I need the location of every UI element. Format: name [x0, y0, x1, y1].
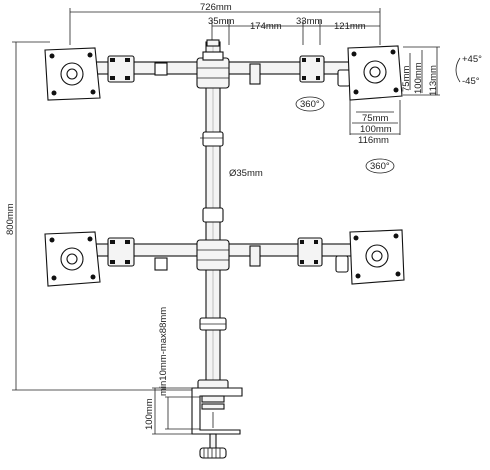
- vesa-100-w-label: 100mm: [360, 124, 392, 135]
- dim-121-label: 121mm: [334, 21, 366, 32]
- vesa-100-h-label: 100mm: [413, 62, 424, 94]
- dim-arm-segments: 35mm 174mm 33mm 121mm: [208, 16, 380, 45]
- pole: Ø35mm: [199, 39, 263, 388]
- clamp-range-label: min10mm-max88mm: [158, 307, 169, 396]
- clamp-height-label: 100mm: [144, 398, 155, 430]
- plate-116-w-label: 116mm: [358, 135, 389, 146]
- top-arm-assembly: 360°: [89, 51, 361, 112]
- clamp-dims: min10mm-max88mm 100mm: [144, 307, 200, 435]
- dim-174-label: 174mm: [250, 21, 282, 32]
- vesa-75-w-label: 75mm: [362, 113, 388, 124]
- top-right-vesa-plate: [347, 45, 403, 101]
- plate-rotation-indicator: 360°: [365, 158, 395, 174]
- dim-800-label: 800mm: [5, 203, 16, 235]
- vesa-width-dims: 75mm 100mm 116mm: [349, 100, 401, 146]
- tilt-up-label: +45°: [462, 54, 482, 65]
- tilt-down-label: -45°: [462, 76, 480, 87]
- top-left-vesa-plate: [44, 47, 101, 101]
- bottom-left-vesa-plate: [44, 231, 101, 287]
- bottom-right-vesa-plate: [349, 229, 405, 285]
- dim-726-label: 726mm: [200, 2, 232, 13]
- tilt-indicator: +45° -45°: [455, 54, 482, 87]
- dim-33-label: 33mm: [296, 16, 322, 27]
- arm-swivel-label: 360°: [300, 99, 320, 110]
- vesa-75-h-label: 75mm: [401, 66, 412, 92]
- dim-35-label: 35mm: [208, 16, 234, 27]
- dim-height: 800mm: [5, 41, 195, 391]
- pole-diameter-label: Ø35mm: [229, 168, 263, 179]
- desk-clamp: [191, 379, 243, 459]
- plate-113-h-label: 113mm: [428, 65, 439, 96]
- plate-rotation-label: 360°: [370, 161, 390, 172]
- bottom-arm-assembly: [89, 237, 361, 273]
- dim-total-width: 726mm: [69, 2, 381, 45]
- vesa-height-dims: 75mm 100mm 113mm: [401, 46, 440, 96]
